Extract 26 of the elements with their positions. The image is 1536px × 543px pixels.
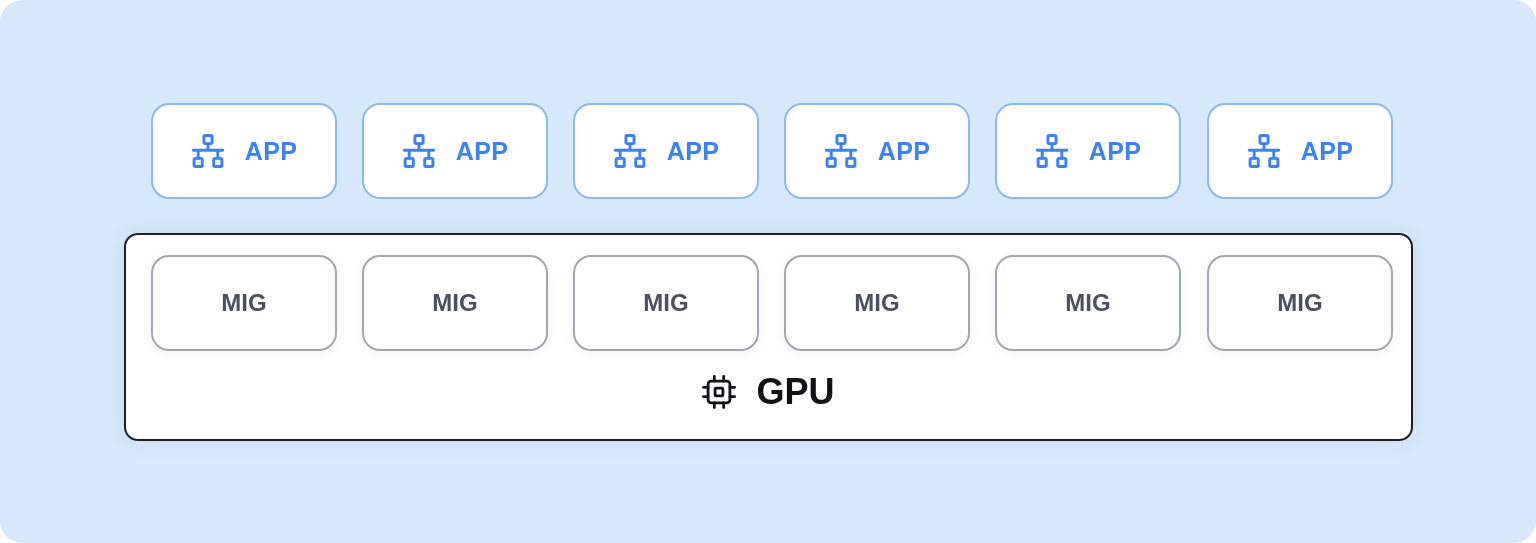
app-box	[784, 103, 970, 199]
mig-box	[1207, 255, 1393, 351]
app-label: APP	[877, 136, 931, 166]
app-box	[573, 103, 759, 199]
app-label: APP	[1088, 136, 1142, 166]
app-box	[1207, 103, 1393, 199]
app-box	[362, 103, 548, 199]
mig-box	[995, 255, 1181, 351]
mig-box	[784, 255, 970, 351]
gpu-container	[124, 233, 1413, 441]
app-label: APP	[455, 136, 509, 166]
mig-box	[362, 255, 548, 351]
mig-label: MIG	[1277, 289, 1323, 317]
mig-label: MIG	[221, 289, 267, 317]
mig-label: MIG	[643, 289, 689, 317]
app-box	[995, 103, 1181, 199]
mig-label: MIG	[432, 289, 478, 317]
app-box	[151, 103, 337, 199]
mig-box	[151, 255, 337, 351]
app-label: APP	[666, 136, 720, 166]
app-label: APP	[244, 136, 298, 166]
mig-label: MIG	[1065, 289, 1111, 317]
mig-label: MIG	[854, 289, 900, 317]
mig-box	[573, 255, 759, 351]
gpu-label: GPU	[756, 371, 835, 413]
app-label: APP	[1300, 136, 1354, 166]
